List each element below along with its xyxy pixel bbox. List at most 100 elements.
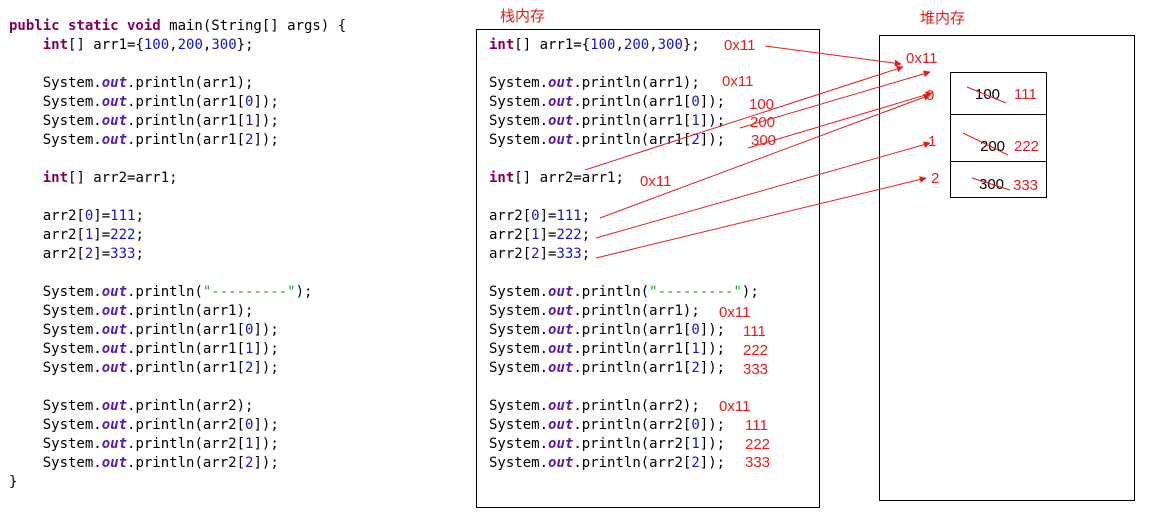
source-code-token: 2 — [84, 246, 94, 262]
stack-code-token: , — [615, 37, 624, 53]
stack-code-line: System.out.println(arr1); — [489, 302, 700, 321]
stack-code-token: ]); — [699, 132, 726, 148]
source-code-token: 300 — [211, 37, 237, 53]
stack-code-token: arr2[ — [489, 246, 532, 262]
heap-memory-box — [879, 35, 1135, 501]
source-code-token: ]); — [253, 113, 279, 129]
stack-code-line: arr2[0]=111; — [489, 207, 590, 226]
note-after-arr2: 0x11 — [719, 398, 751, 415]
stack-code-line: System.out.println(arr2[2]); — [489, 454, 725, 473]
source-code-token: .println(arr1[ — [127, 113, 246, 129]
source-code-token: out — [101, 341, 128, 357]
stack-code-token: out — [548, 284, 574, 300]
stack-code-line: arr2[2]=333; — [489, 245, 590, 264]
source-code-token: int — [42, 170, 69, 186]
source-code-token: System. — [9, 113, 102, 129]
stack-code-token: ]= — [539, 246, 557, 262]
note-after-arr1: 0x11 — [719, 304, 751, 321]
source-code-line: System.out.println(arr2[1]); — [9, 435, 279, 454]
stack-code-token: 1 — [531, 227, 540, 243]
stack-code-line: System.out.println(arr1[2]); — [489, 131, 725, 150]
source-code-token: System. — [9, 132, 102, 148]
stack-code-token: 100 — [590, 37, 616, 53]
source-code-token: System. — [9, 341, 102, 357]
stack-code-token: ]); — [699, 360, 726, 376]
heap-memory-title: 堆内存 — [920, 9, 966, 27]
note-after-arr2-1: 222 — [745, 436, 771, 453]
source-code-token: out — [101, 303, 128, 319]
stack-code-token: ]); — [699, 455, 726, 471]
stack-code-token: ]); — [699, 341, 726, 357]
source-code-token: ]= — [93, 246, 111, 262]
stack-code-token: out — [548, 455, 574, 471]
stack-code-token: .println(arr1); — [573, 75, 700, 91]
note-print-arr1: 0x11 — [722, 73, 754, 90]
note-after-arr1-2: 333 — [743, 361, 769, 378]
source-code-token: [] arr1={ — [68, 37, 144, 53]
stack-code-token: }; — [682, 37, 700, 53]
source-code-line: System.out.println(arr1); — [9, 302, 254, 321]
stack-code-token: ]); — [699, 322, 726, 338]
stack-code-token: ]= — [539, 227, 557, 243]
source-code-token: .println(arr2); — [127, 398, 254, 414]
note-after-arr1-1: 222 — [743, 342, 769, 359]
source-code-token: .println(arr2[ — [127, 436, 246, 452]
stack-code-token: .println(arr1[ — [573, 113, 692, 129]
stack-code-line: int[] arr2=arr1; — [489, 169, 624, 188]
heap-old-value-0: 100 — [975, 86, 1001, 103]
source-code-line: System.out.println(arr2[2]); — [9, 454, 279, 473]
stack-code-token: out — [548, 436, 574, 452]
stack-code-token: 1 — [691, 113, 700, 129]
source-code-token: out — [101, 398, 128, 414]
source-code-line: System.out.println(arr1[1]); — [9, 340, 279, 359]
source-code-token: System. — [9, 455, 102, 471]
source-code-token: arr2[ — [9, 246, 85, 262]
source-code-token: int — [42, 37, 69, 53]
note-after-arr2-2: 333 — [745, 454, 771, 471]
arrow-arr2-2-to-index-2 — [595, 176, 927, 259]
stack-code-token: ; — [581, 227, 591, 243]
arrow-arr2-to-heap — [584, 65, 904, 171]
arrow-arr2-0-to-index-0 — [599, 93, 931, 219]
stack-code-line: System.out.println(arr1[2]); — [489, 359, 725, 378]
source-code-token: ]); — [253, 341, 279, 357]
source-code-token: System. — [9, 436, 102, 452]
arrow-arr2-1-to-index-1 — [595, 141, 931, 239]
source-code-token: public static void — [9, 18, 161, 34]
source-code-line: int[] arr2=arr1; — [9, 169, 178, 188]
source-code-token: out — [101, 94, 128, 110]
stack-code-token: 1 — [691, 341, 700, 357]
heap-new-value-2: 333 — [1013, 177, 1039, 194]
source-code-token: arr2[ — [9, 208, 85, 224]
source-code-token: ]); — [253, 132, 279, 148]
stack-code-token: out — [548, 417, 574, 433]
stack-code-token: [] arr1={ — [514, 37, 591, 53]
stack-code-token: .println(arr1[ — [573, 341, 692, 357]
stack-code-token: .println(arr2[ — [573, 455, 692, 471]
source-code-token: 200 — [177, 37, 203, 53]
stack-code-token: .println(arr2); — [573, 398, 700, 414]
source-code-token: 111 — [110, 208, 136, 224]
stack-code-token: System. — [489, 341, 549, 357]
source-code-token: out — [101, 132, 128, 148]
stack-code-token: out — [548, 341, 574, 357]
stack-code-token: 2 — [691, 455, 700, 471]
stack-code-line: System.out.println(arr2); — [489, 397, 700, 416]
stack-code-token: 300 — [657, 37, 683, 53]
source-code-token: ]); — [253, 417, 279, 433]
stack-code-token: .println(arr1[ — [573, 322, 692, 338]
source-code-line: } — [9, 473, 17, 492]
stack-code-token: 0 — [691, 94, 700, 110]
source-code-token: "---------" — [202, 284, 296, 300]
source-code-line: arr2[0]=111; — [9, 207, 144, 226]
stack-code-token: .println(arr1[ — [573, 132, 692, 148]
source-code-line: System.out.println("---------"); — [9, 283, 313, 302]
note-arr1-address: 0x11 — [724, 37, 756, 54]
source-code-token: 1 — [245, 341, 254, 357]
source-code-token: 222 — [110, 227, 136, 243]
source-code-token: ]); — [253, 322, 279, 338]
stack-code-token: int — [489, 37, 515, 53]
heap-index-1: 1 — [928, 133, 937, 150]
strike-old-value-1 — [962, 132, 1009, 156]
stack-code-token: ]); — [699, 436, 726, 452]
